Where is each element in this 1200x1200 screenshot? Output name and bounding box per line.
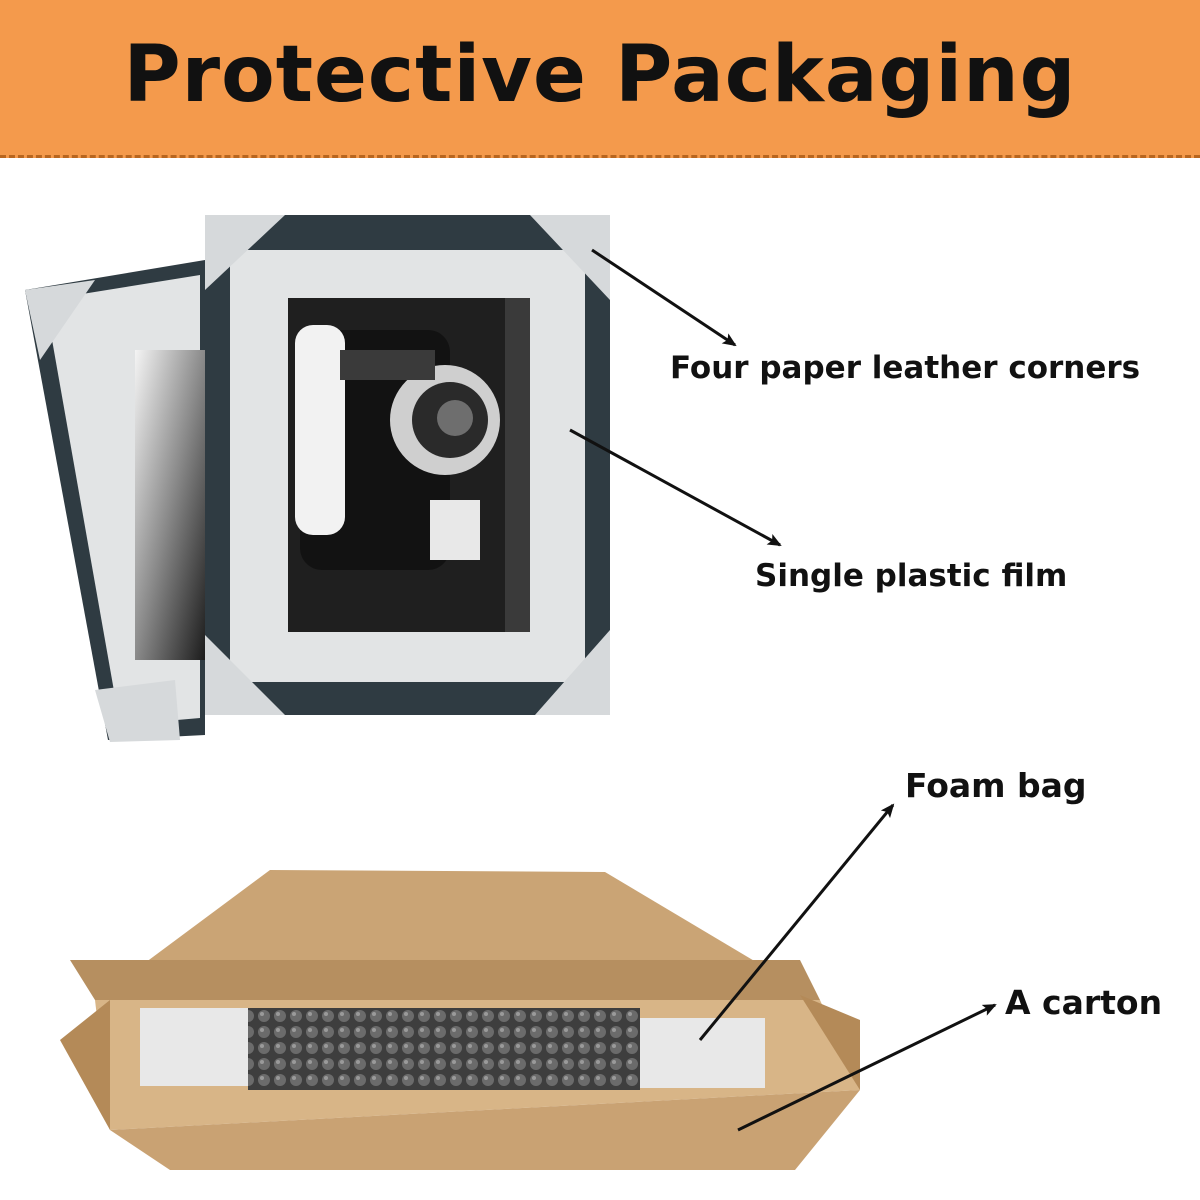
front-photo-frame xyxy=(205,215,610,715)
foam-bag xyxy=(248,1008,640,1090)
label-paper-corners: Four paper leather corners xyxy=(670,350,1141,386)
back-photo-frame xyxy=(25,260,205,742)
corner-protector-right xyxy=(640,1018,765,1088)
label-carton: A carton xyxy=(1005,983,1163,1022)
corner-protector-left xyxy=(140,1008,250,1086)
arrow-foam xyxy=(698,803,895,1041)
arrow-corners xyxy=(591,248,737,347)
page-title: Protective Packaging xyxy=(123,29,1077,120)
arrow-film xyxy=(569,428,782,547)
arrow-carton xyxy=(737,1003,997,1132)
arrows xyxy=(569,248,997,1132)
label-plastic-film: Single plastic film xyxy=(755,558,1068,594)
label-foam-bag: Foam bag xyxy=(905,766,1087,805)
carton-box xyxy=(60,870,860,1170)
header-banner: Protective Packaging xyxy=(0,0,1200,158)
paper-corners xyxy=(205,215,610,715)
